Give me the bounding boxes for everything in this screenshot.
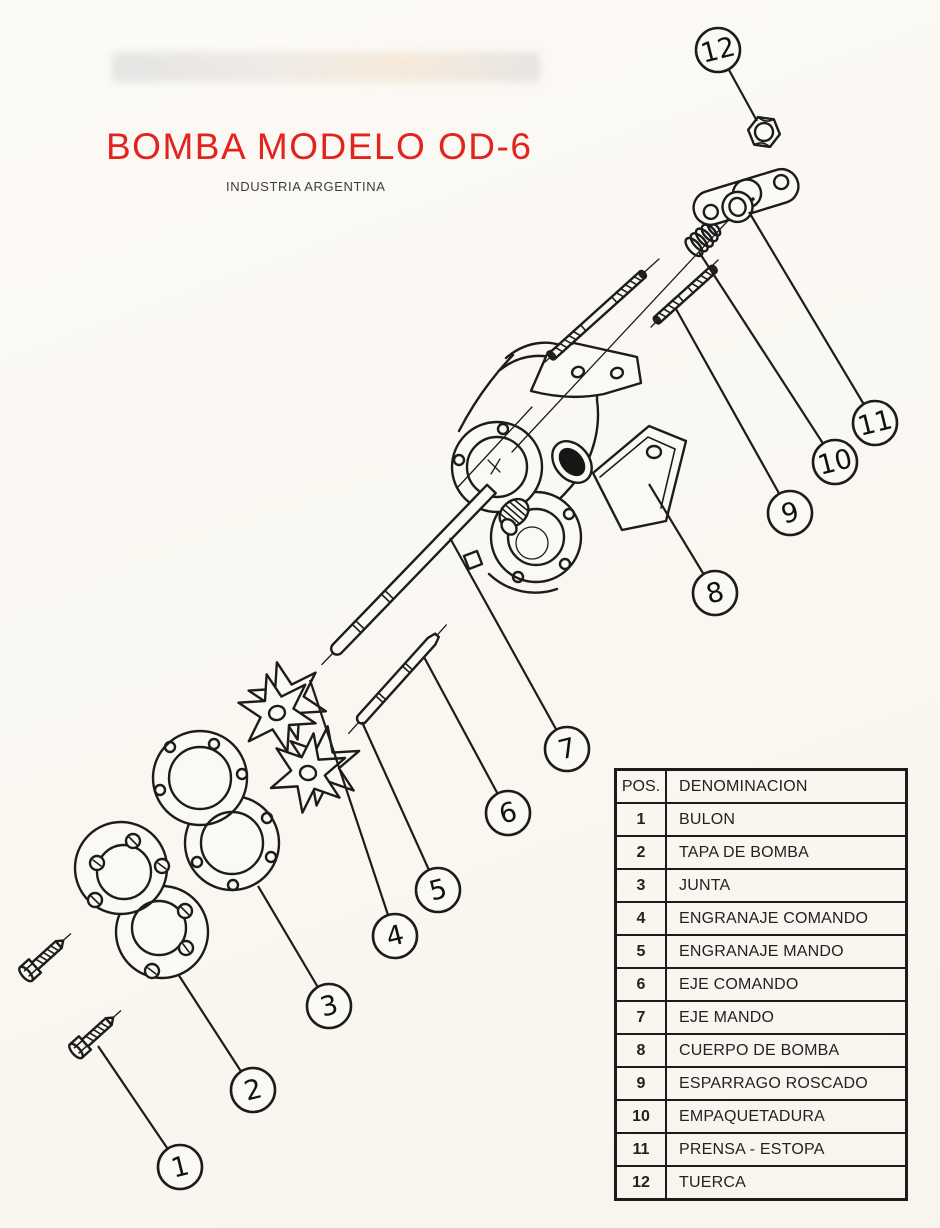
part-bolt-b	[68, 1010, 122, 1060]
callout-2: 2	[177, 973, 277, 1114]
part-name: EJE COMANDO	[665, 967, 908, 1002]
part-name: EMPAQUETADURA	[665, 1099, 908, 1134]
part-gear-mando	[266, 720, 364, 819]
part-stud-a	[547, 269, 648, 361]
part-name: BULON	[665, 802, 908, 837]
part-pump-body	[450, 194, 753, 594]
part-pos: 1	[614, 802, 667, 837]
col-header-pos: POS.	[614, 768, 667, 804]
part-shaft-thread-boss	[497, 497, 530, 536]
callout-7: 7	[449, 537, 591, 773]
part-pos: 2	[614, 835, 667, 870]
part-name: TUERCA	[665, 1165, 908, 1201]
callout-5: 5	[360, 721, 462, 914]
callout-9: 9	[675, 308, 814, 537]
col-header-denominacion: DENOMINACION	[665, 768, 908, 804]
part-gear-comando	[232, 652, 333, 762]
part-name: TAPA DE BOMBA	[665, 835, 908, 870]
part-name: ENGRANAJE COMANDO	[665, 901, 908, 936]
part-name: ESPARRAGO ROSCADO	[665, 1066, 908, 1101]
callout-12: 12	[694, 26, 758, 122]
callout-10: 10	[698, 251, 859, 486]
callout-3: 3	[257, 885, 353, 1030]
callout-4: 4	[308, 679, 419, 960]
part-gland	[692, 167, 800, 227]
part-pos: 12	[614, 1165, 667, 1201]
part-bolt-a	[18, 933, 72, 983]
part-pos: 11	[614, 1132, 667, 1167]
part-pump-cover	[73, 820, 210, 980]
part-shaft-mando	[321, 483, 497, 666]
part-pos: 5	[614, 934, 667, 969]
part-name: EJE MANDO	[665, 1000, 908, 1035]
part-name: JUNTA	[665, 868, 908, 903]
part-pos: 6	[614, 967, 667, 1002]
part-gasket	[151, 729, 281, 892]
callout-1: 1	[97, 1045, 204, 1191]
part-pos: 8	[614, 1033, 667, 1068]
part-nut	[746, 115, 782, 149]
scan-smudge	[112, 52, 540, 82]
part-pos: 9	[614, 1066, 667, 1101]
callout-11: 11	[748, 211, 899, 447]
part-stud-b	[652, 264, 718, 325]
part-name: CUERPO DE BOMBA	[665, 1033, 908, 1068]
part-name: PRENSA - ESTOPA	[665, 1132, 908, 1167]
cover-screws	[86, 832, 195, 980]
part-pos: 7	[614, 1000, 667, 1035]
part-shaft-comando	[347, 624, 447, 735]
part-pos: 10	[614, 1099, 667, 1134]
part-name: ENGRANAJE MANDO	[665, 934, 908, 969]
page-title: BOMBA MODELO OD-6	[106, 126, 533, 167]
callout-8: 8	[648, 483, 739, 617]
part-pos: 4	[614, 901, 667, 936]
parts-table-header-row: POS. DENOMINACION	[614, 768, 908, 804]
callout-6: 6	[423, 656, 532, 837]
page-subtitle: INDUSTRIA ARGENTINA	[226, 179, 386, 194]
part-pos: 3	[614, 868, 667, 903]
